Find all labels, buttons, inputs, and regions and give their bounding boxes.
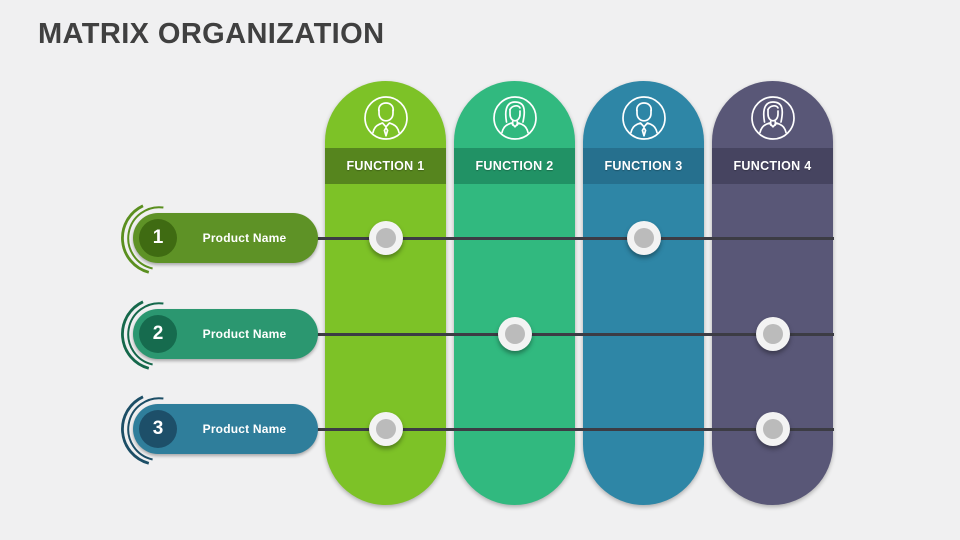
product-name-label: Product Name: [202, 422, 287, 436]
product-row: 1 Product Name: [133, 213, 318, 263]
connection-dot: [368, 221, 403, 255]
male-avatar-icon: [620, 94, 668, 142]
function-column-header: FUNCTION 1: [325, 148, 446, 184]
function-column-2: FUNCTION 2: [454, 81, 575, 505]
male-avatar-icon: [362, 94, 410, 142]
product-name-label: Product Name: [202, 231, 287, 245]
connection-dot: [497, 317, 532, 351]
function-column-4: FUNCTION 4: [712, 81, 833, 505]
connection-dot-core: [633, 228, 654, 248]
decorative-arcs: [121, 300, 164, 370]
product-name-label: Product Name: [202, 327, 287, 341]
row-number-badge: 3: [139, 410, 177, 448]
connection-dot: [368, 412, 403, 446]
product-row: 3 Product Name: [133, 404, 318, 454]
connection-dot-core: [375, 228, 396, 248]
decorative-arcs: [121, 395, 164, 465]
product-row: 2 Product Name: [133, 309, 318, 359]
row-number-badge: 1: [139, 219, 177, 257]
connection-dot: [755, 317, 790, 351]
function-column-header: FUNCTION 2: [454, 148, 575, 184]
function-column-header: FUNCTION 4: [712, 148, 833, 184]
connection-dot-core: [375, 419, 396, 439]
row-connector-line: [316, 236, 834, 240]
slide-title: MATRIX ORGANIZATION: [38, 18, 385, 50]
function-column-3: FUNCTION 3: [583, 81, 704, 505]
function-column-1: FUNCTION 1: [325, 81, 446, 505]
connection-dot-core: [762, 324, 783, 344]
function-column-header: FUNCTION 3: [583, 148, 704, 184]
female-avatar-icon: [749, 94, 797, 142]
decorative-arcs: [121, 204, 164, 274]
row-connector-line: [316, 332, 834, 336]
female-avatar-icon: [491, 94, 539, 142]
row-number-badge: 2: [139, 315, 177, 353]
connection-dot-core: [762, 419, 783, 439]
connection-dot: [755, 412, 790, 446]
row-connector-line: [316, 427, 834, 431]
connection-dot: [626, 221, 661, 255]
connection-dot-core: [504, 324, 525, 344]
